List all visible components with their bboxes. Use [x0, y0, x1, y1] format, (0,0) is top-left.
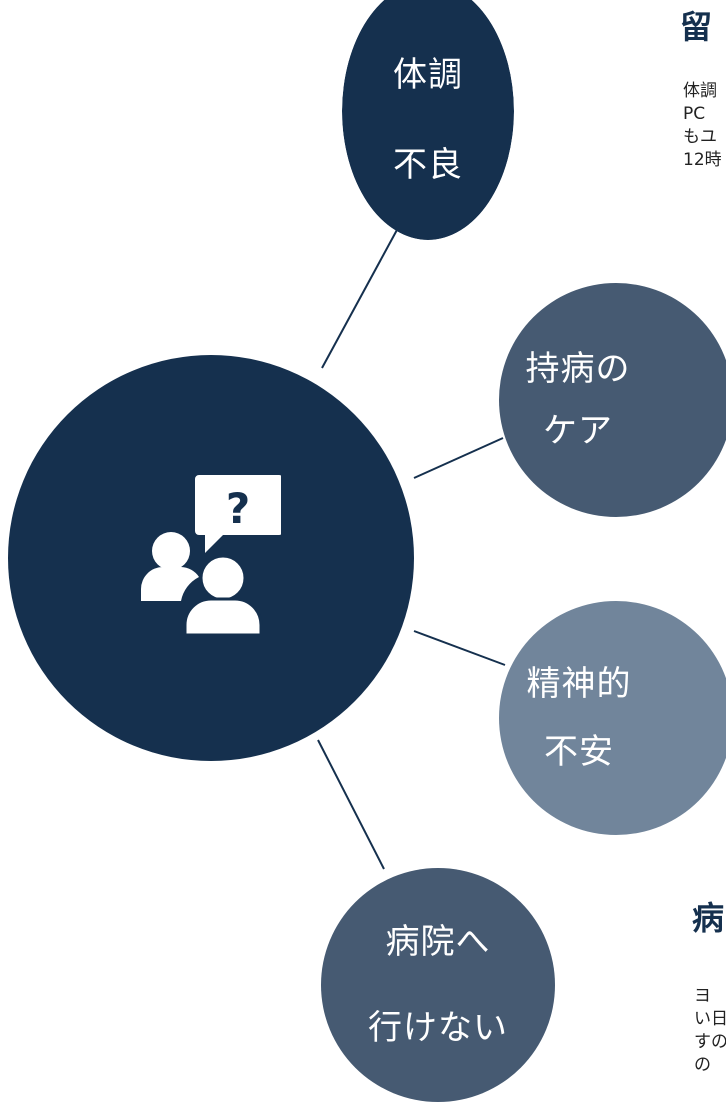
side-section-2-line: ヨ	[694, 986, 711, 1006]
hub-circle: ?	[8, 355, 414, 761]
node-4-label-line1: 病院へ	[385, 922, 491, 962]
node-2-label-line2: ケア	[543, 411, 613, 451]
node-1-label-line1: 体調	[393, 55, 463, 95]
side-section-1-body: 体調 PC もユ 12時	[683, 80, 722, 172]
svg-text:?: ?	[226, 484, 250, 533]
connector-node-4	[317, 739, 385, 870]
side-section-2-body: ヨ い日 すの の	[694, 985, 726, 1077]
side-section-2-line: い日	[694, 1009, 726, 1029]
side-section-2-heading: 病	[692, 899, 725, 937]
side-section-2-line: の	[694, 1055, 711, 1075]
side-section-1-line: PC	[683, 104, 706, 124]
connector-node-3	[413, 630, 506, 666]
node-1-container: 体調 不良	[342, 0, 514, 240]
node-2-label-line1: 持病の	[525, 349, 631, 389]
node-3-label-line2: 不安	[544, 732, 614, 772]
side-section-1-line: 体調	[683, 81, 717, 101]
node-1-label-line2: 不良	[393, 145, 463, 185]
consultation-question-icon: ?	[141, 475, 281, 637]
node-4-circle: 病院へ 行けない	[321, 868, 555, 1102]
node-3-label-line1: 精神的	[526, 664, 632, 704]
connector-node-2	[413, 437, 504, 479]
node-1-circle: 体調 不良	[342, 0, 514, 240]
side-section-1-line: 12時	[683, 150, 722, 170]
node-3-circle: 精神的 不安	[499, 601, 726, 835]
side-section-1-line: もユ	[683, 127, 717, 147]
node-4-label-line2: 行けない	[368, 1008, 508, 1048]
node-2-circle: 持病の ケア	[499, 283, 726, 517]
side-section-2-line: すの	[694, 1032, 726, 1052]
connector-node-1	[321, 227, 399, 369]
side-section-1-heading: 留	[680, 8, 713, 46]
